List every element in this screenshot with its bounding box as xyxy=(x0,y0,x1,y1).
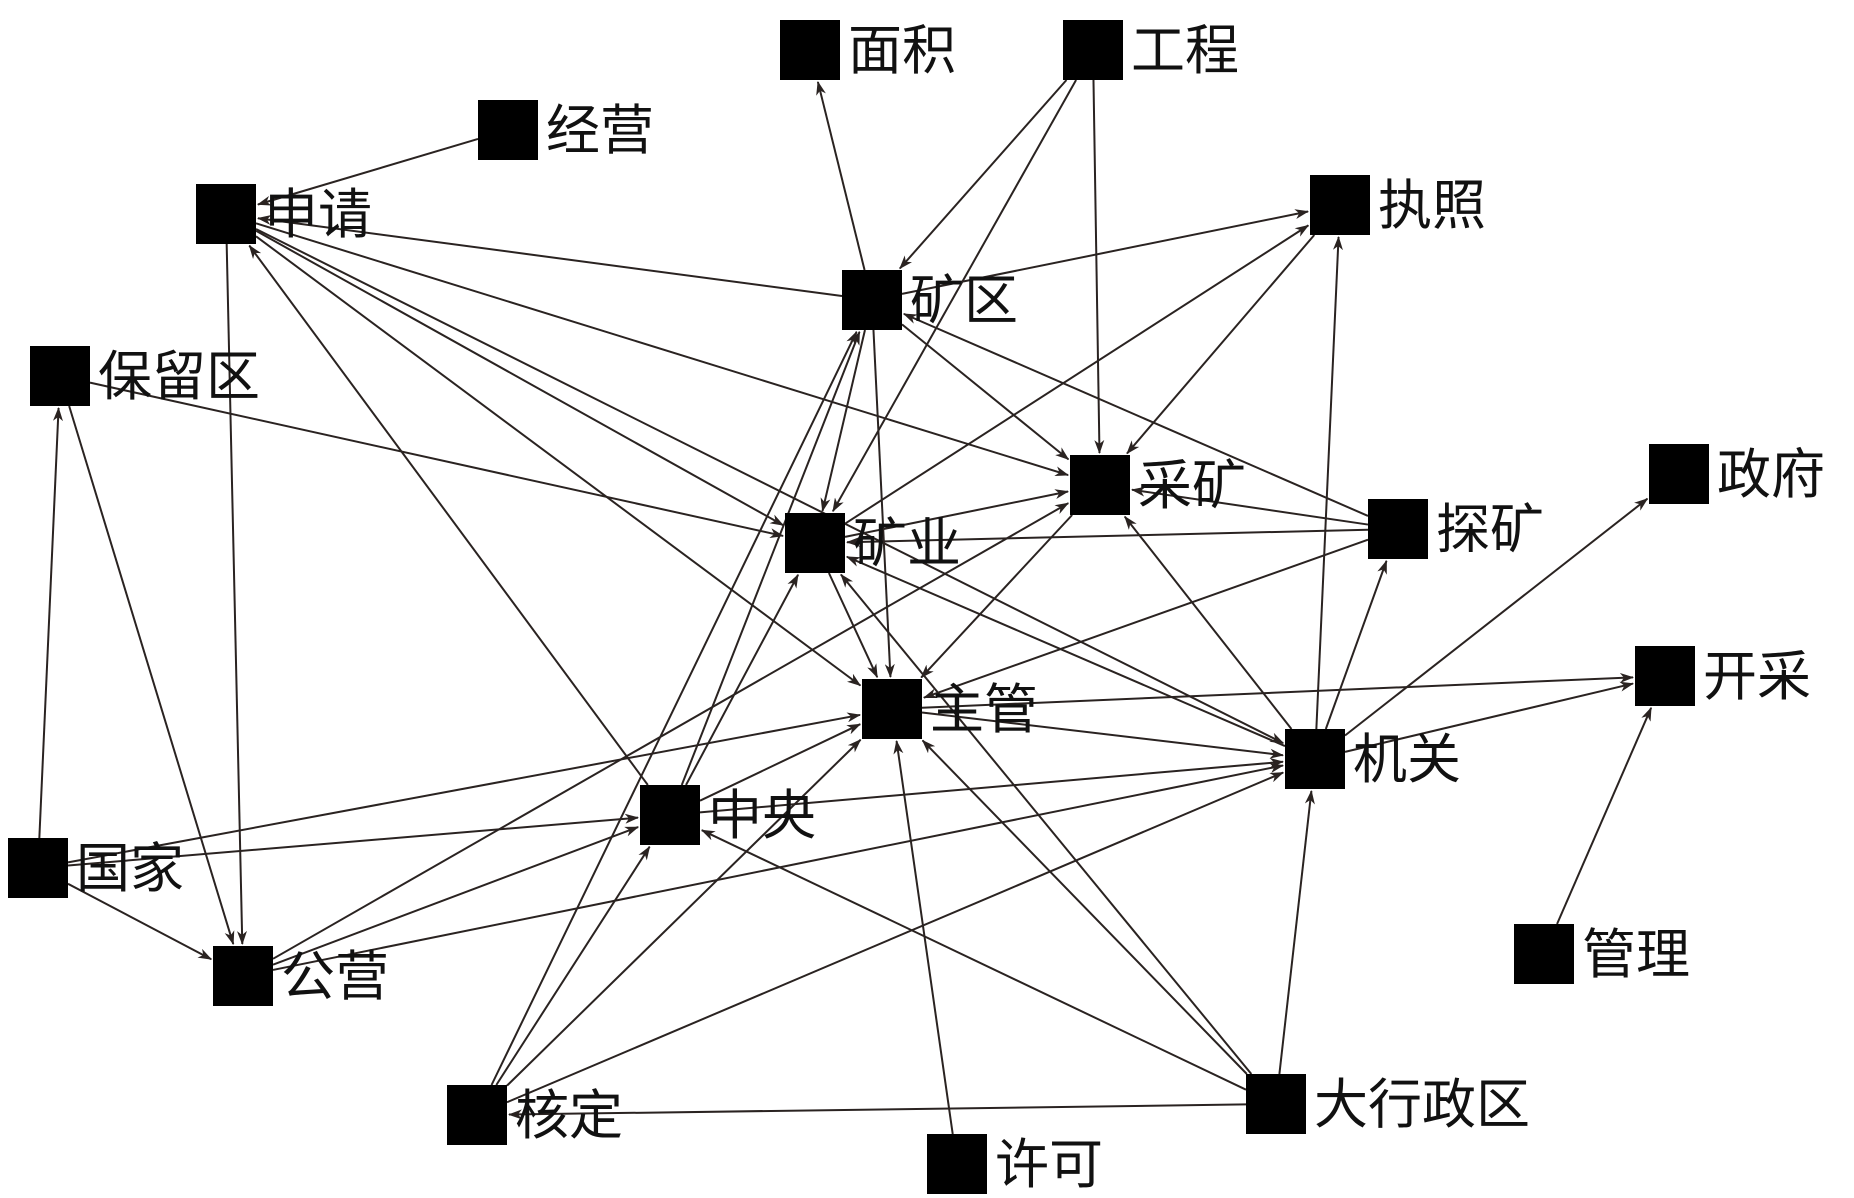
node-label-mianji: 面积 xyxy=(848,19,956,82)
edge-zhongyang-zhuguan xyxy=(699,723,862,802)
edge-heding-zhuguan xyxy=(506,739,862,1087)
node-label-zhuguan: 主管 xyxy=(930,678,1038,741)
edge-shenqing-jiguan xyxy=(255,228,1285,744)
edge-daxingzhengqu-zhongyang xyxy=(700,829,1247,1091)
edge-daxingzhengqu-zhuguan xyxy=(921,739,1248,1075)
edge-guanli-kaicai xyxy=(1556,706,1653,925)
node-label-guojia: 国家 xyxy=(76,837,184,900)
node-kaicai xyxy=(1635,646,1695,706)
node-label-jiguan: 机关 xyxy=(1353,728,1461,791)
edge-kuangqu-zhuguan xyxy=(872,329,895,679)
node-tankuang xyxy=(1368,499,1428,559)
node-label-heding: 核定 xyxy=(515,1084,623,1147)
edge-daxingzhengqu-kuangye xyxy=(840,573,1253,1075)
node-caikuang xyxy=(1070,455,1130,515)
nodes-layer: 面积 工程 经营 申请 执照 矿区 保留区 采矿 政府 矿业 探矿 主管 开采 … xyxy=(8,19,1825,1196)
edge-tankuang-kuangye xyxy=(845,528,1369,547)
edge-heding-jiguan xyxy=(506,771,1285,1104)
edge-kuangqu-mianji xyxy=(816,80,866,271)
edge-kuangqu-kuangye xyxy=(820,329,866,513)
edge-daxingzhengqu-jiguan xyxy=(1278,789,1315,1075)
edge-zhuguan-kaicai xyxy=(921,672,1635,709)
node-gongcheng xyxy=(1063,20,1123,80)
edge-guojia-baoliuqu xyxy=(38,406,63,839)
node-kuangqu xyxy=(842,270,902,330)
node-label-jingying: 经营 xyxy=(546,99,654,162)
node-xuke xyxy=(927,1134,987,1194)
edge-shenqing-zhuguan xyxy=(255,235,862,687)
node-label-kuangye: 矿业 xyxy=(853,512,961,575)
node-jiguan xyxy=(1285,729,1345,789)
node-label-zhizhao: 执照 xyxy=(1378,174,1486,237)
node-gongying xyxy=(213,946,273,1006)
node-label-shenqing: 申请 xyxy=(264,183,372,246)
edge-kuangqu-zhizhao xyxy=(901,209,1310,295)
node-guanli xyxy=(1514,924,1574,984)
edge-kuangye-zhuguan xyxy=(828,572,879,679)
node-label-xuke: 许可 xyxy=(995,1133,1103,1196)
edge-jiguan-kaicai xyxy=(1344,681,1635,753)
edge-jingying-shenqing xyxy=(256,137,479,206)
edge-jiguan-zhengfu xyxy=(1344,497,1649,737)
node-zhengfu xyxy=(1649,444,1709,504)
edge-tankuang-zhuguan xyxy=(922,538,1369,699)
edges-layer xyxy=(38,79,1653,1135)
edge-jiguan-tankuang xyxy=(1324,559,1388,730)
node-label-gongying: 公营 xyxy=(281,945,389,1008)
node-mianji xyxy=(780,20,840,80)
edge-heding-kuangqu xyxy=(490,330,858,1086)
edge-shenqing-gongying xyxy=(225,243,247,946)
node-label-kaicai: 开采 xyxy=(1703,645,1811,708)
node-label-gongcheng: 工程 xyxy=(1131,19,1239,82)
edge-shenqing-caikuang xyxy=(255,222,1070,477)
edge-caikuang-zhuguan xyxy=(920,514,1073,679)
edge-guojia-zhuguan xyxy=(67,712,862,864)
node-zhongyang xyxy=(640,785,700,845)
node-baoliuqu xyxy=(30,346,90,406)
edge-kuangye-caikuang xyxy=(844,489,1070,538)
edge-guojia-zhongyang xyxy=(67,813,640,867)
edge-gongcheng-kuangye xyxy=(832,79,1077,513)
edge-kuangye-zhizhao xyxy=(844,224,1310,525)
edge-daxingzhengqu-heding xyxy=(507,1103,1247,1120)
node-shenqing xyxy=(196,184,256,244)
node-guojia xyxy=(8,838,68,898)
edge-gongying-caikuang xyxy=(272,502,1070,960)
edge-guojia-gongying xyxy=(67,882,213,961)
edge-gongying-jiguan xyxy=(272,763,1285,971)
node-daxingzhengqu xyxy=(1246,1074,1306,1134)
edge-baoliuqu-kuangye xyxy=(89,381,785,539)
node-jingying xyxy=(478,100,538,160)
edge-tankuang-kuangqu xyxy=(902,312,1369,517)
edge-kuangqu-shenqing xyxy=(256,215,843,297)
node-kuangye xyxy=(785,513,845,573)
node-zhuguan xyxy=(862,679,922,739)
edge-gongying-zhongyang xyxy=(272,826,640,966)
node-label-tankuang: 探矿 xyxy=(1436,498,1544,561)
edge-shenqing-kuangye xyxy=(255,229,785,527)
edge-gongcheng-caikuang xyxy=(1092,79,1105,455)
node-label-daxingzhengqu: 大行政区 xyxy=(1314,1073,1530,1136)
node-label-zhongyang: 中央 xyxy=(708,784,816,847)
edge-zhongyang-kuangqu xyxy=(680,330,861,786)
edge-gongcheng-kuangqu xyxy=(899,79,1068,270)
node-label-caikuang: 采矿 xyxy=(1138,454,1246,517)
edge-heding-zhongyang xyxy=(495,845,651,1086)
edge-zhongyang-kuangye xyxy=(685,573,799,786)
edge-xuke-zhuguan xyxy=(893,739,954,1135)
node-zhizhao xyxy=(1310,175,1370,235)
node-label-guanli: 管理 xyxy=(1582,923,1690,986)
edge-zhuguan-jiguan xyxy=(921,711,1285,759)
node-label-baoliuqu: 保留区 xyxy=(98,345,260,408)
node-label-zhengfu: 政府 xyxy=(1717,443,1825,506)
edge-zhongyang-jiguan xyxy=(699,757,1285,814)
node-label-kuangqu: 矿区 xyxy=(910,269,1018,332)
edge-tankuang-caikuang xyxy=(1130,486,1369,526)
edge-zhizhao-caikuang xyxy=(1126,234,1316,455)
edge-kuangqu-caikuang xyxy=(901,323,1070,461)
edge-jiguan-zhizhao xyxy=(1315,235,1343,730)
node-heding xyxy=(447,1085,507,1145)
edge-zhongyang-shenqing xyxy=(248,244,649,786)
